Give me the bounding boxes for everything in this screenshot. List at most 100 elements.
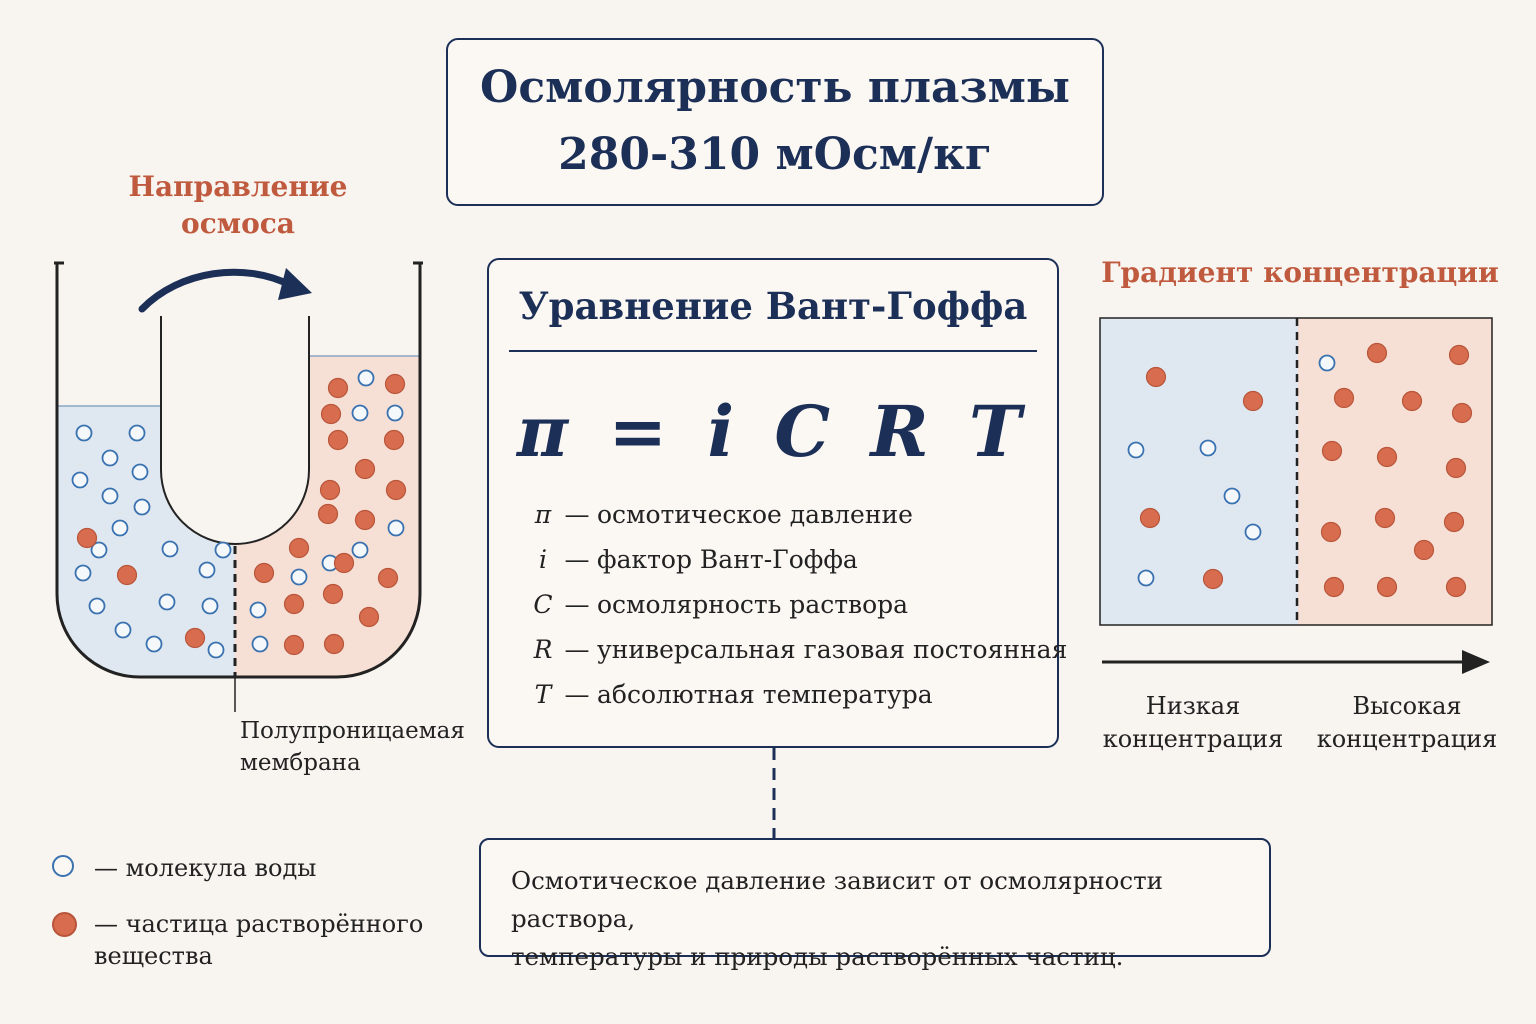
water-molecule xyxy=(1199,439,1217,457)
low-label-line2: концентрация xyxy=(1102,725,1284,753)
solute-particle xyxy=(323,633,345,655)
solute-particle xyxy=(76,527,98,549)
water-molecule xyxy=(90,541,108,559)
page-title: Осмолярность плазмы xyxy=(480,62,1070,113)
key-solute-text: — частица растворённого вещества xyxy=(94,908,423,972)
gradient-axis-arrowhead xyxy=(1462,650,1490,674)
solute-particle xyxy=(1451,402,1473,424)
concentration-gradient-diagram xyxy=(1099,317,1493,674)
equation-divider xyxy=(509,350,1037,352)
equation-title: Уравнение Вант-Гоффа xyxy=(518,284,1028,328)
solute-particle xyxy=(184,627,206,649)
solute-particle xyxy=(319,479,341,501)
legend-symbol: R xyxy=(533,635,553,664)
solute-particle xyxy=(1445,457,1467,479)
solute-particle xyxy=(1445,576,1467,598)
legend-row-r: R—универсальная газовая постоянная xyxy=(529,635,1068,671)
solute-particle xyxy=(327,429,349,451)
water-molecule xyxy=(145,635,163,653)
water-molecule-icon xyxy=(52,855,74,877)
water-molecule xyxy=(387,519,405,537)
water-molecule xyxy=(133,498,151,516)
u-tube-diagram xyxy=(54,261,423,712)
key-solute-line1: — частица растворённого xyxy=(94,910,424,938)
water-molecule xyxy=(158,593,176,611)
legend-row-pi: π—осмотическое давление xyxy=(529,500,913,536)
legend-dash: — xyxy=(564,590,590,619)
solute-particle xyxy=(1333,387,1355,409)
water-molecule xyxy=(101,487,119,505)
high-label-line2: концентрация xyxy=(1316,725,1498,753)
solute-particle xyxy=(383,429,405,451)
membrane-label-line1: Полупроницаемая xyxy=(240,718,465,744)
high-label-line1: Высокая xyxy=(1352,692,1462,720)
solute-particle xyxy=(1139,507,1161,529)
water-molecule xyxy=(128,424,146,442)
solute-particle xyxy=(1448,344,1470,366)
equation-box: Уравнение Вант-Гоффа π = i C R T π—осмот… xyxy=(487,258,1067,748)
solute-particle xyxy=(327,377,349,399)
low-concentration-label: Низкая концентрация xyxy=(1098,690,1288,756)
solute-particle xyxy=(377,567,399,589)
key-water-text: — молекула воды xyxy=(94,854,317,882)
water-molecule xyxy=(1223,487,1241,505)
water-molecule xyxy=(1244,523,1262,541)
solute-particle xyxy=(317,503,339,525)
solute-particle xyxy=(1320,521,1342,543)
water-molecule xyxy=(101,449,119,467)
osmolarity-range: 280-310 мОсм/кг xyxy=(558,129,992,180)
water-molecule xyxy=(74,564,92,582)
legend-dash: — xyxy=(564,680,590,709)
solute-particle xyxy=(283,634,305,656)
vant-hoff-formula: π = i C R T xyxy=(516,390,1030,473)
legend-symbol: C xyxy=(533,590,553,619)
membrane-label: Полупроницаемая мембрана xyxy=(240,715,465,779)
osmosis-arrow-head xyxy=(278,268,312,300)
solute-particle-icon xyxy=(52,912,77,937)
note-line1: Осмотическое давление зависит от осмоляр… xyxy=(511,866,1164,933)
water-molecule xyxy=(75,424,93,442)
legend-text: абсолютная температура xyxy=(597,680,933,709)
legend-symbol: T xyxy=(534,680,552,709)
water-molecule xyxy=(114,621,132,639)
legend-row-i: i—фактор Вант-Гоффа xyxy=(529,545,858,581)
solute-particle xyxy=(1202,568,1224,590)
water-molecule xyxy=(351,541,369,559)
legend-text: фактор Вант-Гоффа xyxy=(597,545,858,574)
solute-particle xyxy=(253,562,275,584)
solute-particle xyxy=(1374,507,1396,529)
water-molecule xyxy=(290,568,308,586)
legend-symbol: π xyxy=(534,500,552,529)
water-molecule xyxy=(71,471,89,489)
solute-particle xyxy=(1443,511,1465,533)
note-connector xyxy=(772,748,776,838)
solute-particle xyxy=(283,593,305,615)
water-molecule xyxy=(201,597,219,615)
osmosis-label-line2: осмоса xyxy=(181,207,295,240)
water-molecule xyxy=(251,635,269,653)
water-molecule xyxy=(207,641,225,659)
solute-particle xyxy=(333,552,355,574)
legend-dash: — xyxy=(564,545,590,574)
solute-particle xyxy=(1366,342,1388,364)
solute-particle xyxy=(358,606,380,628)
high-concentration-label: Высокая концентрация xyxy=(1312,690,1502,756)
legend-text: осмолярность раствора xyxy=(597,590,909,619)
water-molecule xyxy=(1137,569,1155,587)
solute-particle xyxy=(322,583,344,605)
note-line2: температуры и природы растворённых части… xyxy=(511,942,1124,971)
water-molecule xyxy=(214,541,232,559)
solute-particle xyxy=(384,373,406,395)
solute-particle xyxy=(1321,440,1343,462)
water-molecule xyxy=(386,404,404,422)
solute-particle xyxy=(1376,576,1398,598)
water-molecule xyxy=(131,463,149,481)
solute-particle xyxy=(354,458,376,480)
solute-particle xyxy=(1413,539,1435,561)
water-molecule xyxy=(351,404,369,422)
low-concentration-region xyxy=(1100,318,1298,625)
solute-particle xyxy=(320,403,342,425)
solute-particle xyxy=(116,564,138,586)
solute-particle xyxy=(1376,446,1398,468)
water-molecule xyxy=(161,540,179,558)
